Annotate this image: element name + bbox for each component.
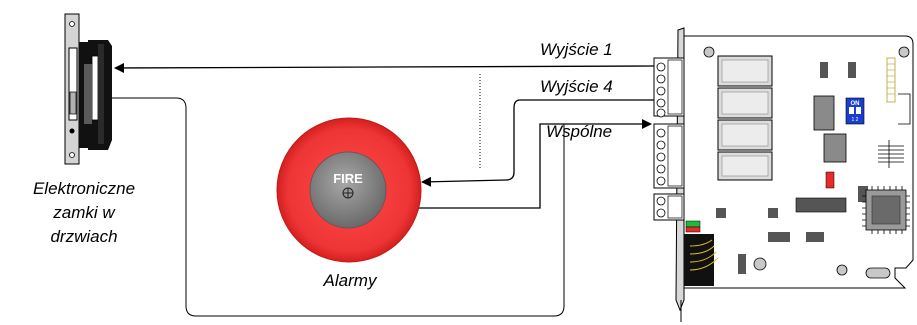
output-1-label: Wyjście 1 (540, 40, 613, 59)
dip-switch (845, 97, 865, 125)
terminal-block-bottom (653, 193, 685, 221)
network-connector (684, 220, 719, 286)
dip-switch-positions: 1 2 (852, 117, 859, 123)
dip-switch-label: ON (851, 101, 860, 107)
wire-output-1 (114, 62, 655, 73)
door-lock-caption: Elektroniczne zamki w drzwiach (32, 179, 136, 246)
terminal-block-top (653, 57, 685, 118)
relay-card (653, 27, 914, 322)
wire-common-alarm (410, 119, 652, 209)
wire-output-4 (421, 99, 654, 187)
relays (717, 55, 773, 181)
fire-button-label: FIRE (333, 171, 363, 186)
pin-header (886, 57, 896, 103)
wire-common-lock (112, 97, 565, 317)
fire-alarm-bell (276, 117, 422, 263)
led-red-small-indicator (685, 226, 701, 233)
output-4-label: Wyjście 4 (540, 77, 613, 96)
led-green-indicator (685, 220, 701, 228)
door-lock (64, 13, 112, 165)
wires (112, 62, 655, 317)
common-label: Wspólne (546, 122, 613, 141)
led-red-indicator (825, 171, 835, 189)
main-chip (862, 186, 910, 234)
connector-pins-icon (878, 140, 904, 168)
terminal-block-middle (653, 123, 685, 189)
alarm-caption: Alarmy (323, 271, 377, 290)
